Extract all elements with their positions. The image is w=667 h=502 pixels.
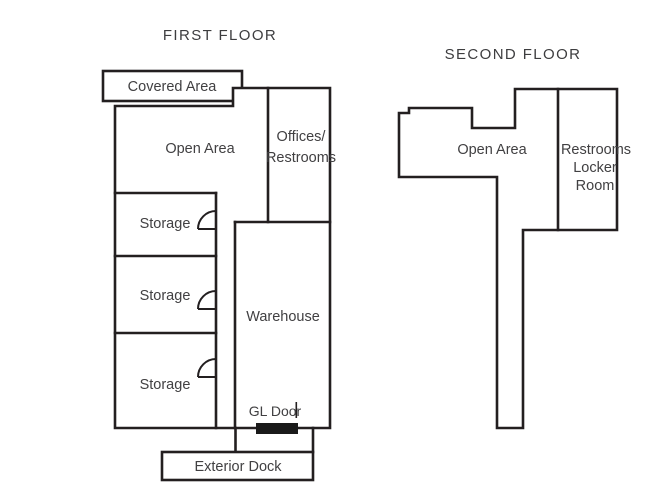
first-floor-building-outline: [113, 86, 332, 430]
second-floor-title: SECOND FLOOR: [445, 46, 582, 63]
storage-3-label: Storage: [140, 377, 191, 393]
second-floor-plan: SECOND FLOOR Open Area Restrooms Locker …: [397, 46, 631, 430]
warehouse-label: Warehouse: [246, 309, 320, 325]
first-floor-title: FIRST FLOOR: [163, 27, 277, 44]
exterior-dock-box: [160, 450, 315, 482]
open-area-label: Open Area: [165, 141, 235, 157]
first-floor-plan: FIRST FLOOR Covered Area Open Area Offic…: [101, 27, 336, 482]
storage-1-door-arc: [197, 210, 217, 230]
restrooms-label-line1: Restrooms: [561, 142, 631, 158]
offices-restrooms-label-line1: Offices/: [277, 129, 327, 145]
gl-door-marker: [256, 423, 298, 434]
gl-door-label: GL Door: [249, 403, 302, 419]
storage-2-door-arc: [197, 290, 217, 310]
storage-1-label: Storage: [140, 216, 191, 232]
second-floor-open-area-label: Open Area: [457, 142, 527, 158]
storage-3-door-arc: [197, 358, 217, 378]
restrooms-label-line3: Room: [576, 178, 615, 194]
exterior-dock-label: Exterior Dock: [194, 459, 282, 475]
covered-area-box: [101, 69, 244, 103]
text-cursor: [295, 402, 298, 418]
storage-2-label: Storage: [140, 288, 191, 304]
offices-restrooms-label-line2: Restrooms: [266, 150, 336, 166]
covered-area-label: Covered Area: [128, 79, 218, 95]
restrooms-label-line2: Locker: [573, 160, 617, 176]
second-floor-building-outline: [397, 87, 619, 430]
